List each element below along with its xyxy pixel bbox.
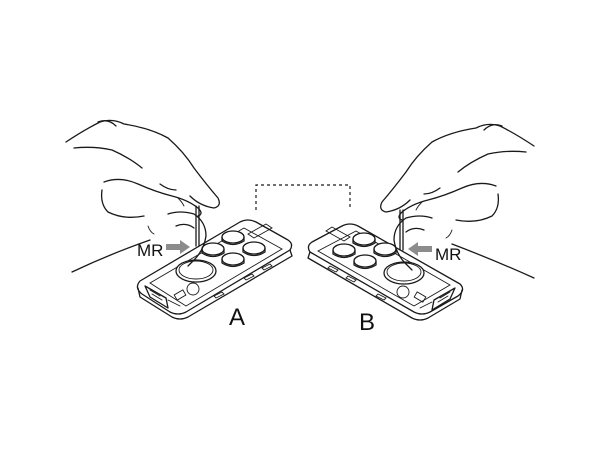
right-remote-key-icon — [307, 223, 464, 321]
marker-arrow-icon — [166, 240, 190, 254]
right-marker-label: MR — [435, 245, 461, 264]
left-marker-label: MR — [137, 241, 163, 260]
right-panel-label: B — [359, 309, 375, 336]
left-panel-label: A — [229, 304, 245, 331]
marker-arrow-icon — [408, 242, 432, 256]
right-hand-icon — [380, 123, 535, 279]
dashed-connector — [255, 184, 351, 210]
left-remote-key-icon — [136, 219, 293, 320]
left-hand-icon — [65, 119, 220, 273]
